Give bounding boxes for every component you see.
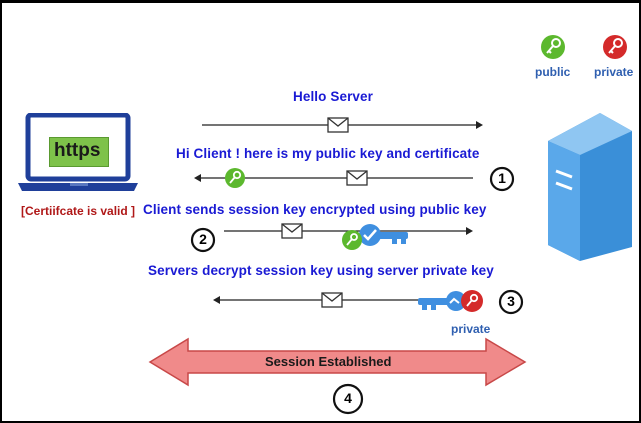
arrow-to-client-1 [194, 170, 473, 186]
certificate-valid-label: [Certiifcate is valid ] [21, 204, 136, 218]
public-legend-label: public [535, 65, 571, 79]
private-legend-label: private [594, 65, 634, 79]
step-4-number: 4 [344, 390, 352, 406]
message-hello-server: Hello Server [293, 89, 373, 104]
https-label: https [54, 140, 101, 161]
public-key-icon [225, 168, 245, 188]
https-badge [49, 137, 109, 167]
arrow-to-server-1 [202, 117, 483, 133]
step-2-badge [190, 227, 216, 253]
diagram-canvas: public private https [Certiifcate is val… [2, 3, 639, 421]
step-1-badge [489, 166, 515, 192]
session-established-arrow [148, 337, 527, 387]
private-key-caption: private [451, 322, 491, 336]
private-key-legend-icon [603, 35, 627, 59]
encrypted-session-key-icon [342, 224, 408, 250]
server-icon [548, 113, 632, 261]
message-server-decrypts: Servers decrypt session key using server… [148, 263, 494, 278]
public-key-legend-icon [541, 35, 565, 59]
step-2-number: 2 [199, 231, 207, 247]
step-4-badge [332, 383, 364, 415]
message-hi-client: Hi Client ! here is my public key and ce… [176, 146, 480, 161]
arrow-to-server-2 [224, 223, 473, 239]
step-3-badge [498, 289, 524, 315]
step-1-number: 1 [498, 170, 506, 186]
decrypting-private-key-icon [418, 290, 483, 312]
session-established-label: Session Established [265, 354, 392, 369]
arrow-to-client-2 [213, 292, 426, 308]
message-client-sends-key: Client sends session key encrypted using… [143, 202, 487, 217]
step-3-number: 3 [507, 293, 515, 309]
